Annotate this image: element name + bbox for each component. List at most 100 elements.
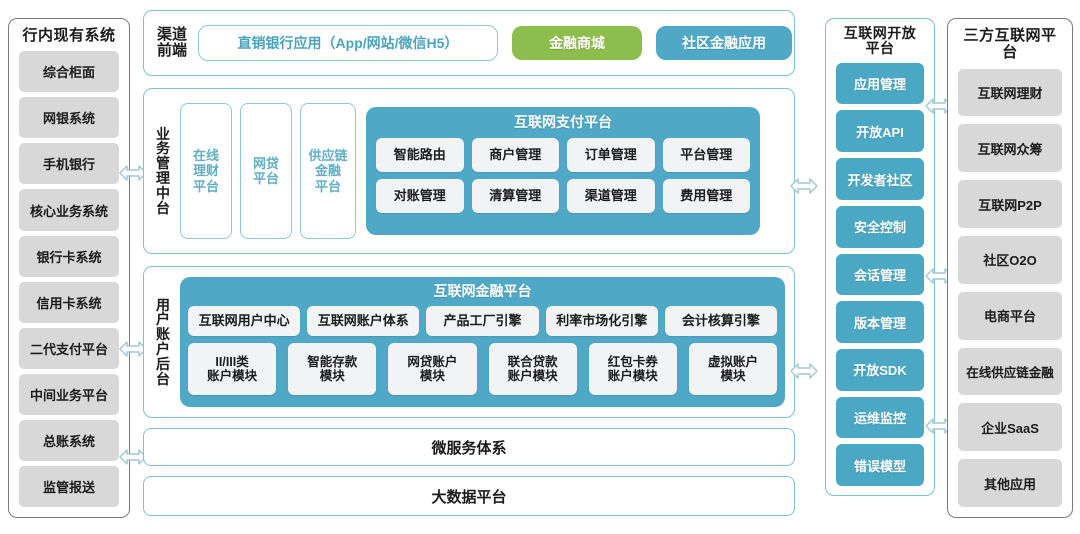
open-platform-item-open-sdk[interactable]: 开放SDK	[836, 348, 924, 391]
account-module-line: 账户模块	[607, 369, 658, 383]
left-column-existing-systems: 行内现有系统 综合柜面 网银系统 手机银行 核心业务系统 银行卡系统 信用卡系统…	[8, 18, 130, 518]
account-module-joint-loan[interactable]: 联合贷款 账户模块	[488, 343, 577, 395]
left-item-label: 总账系统	[42, 433, 95, 449]
open-platform-item-app-mgmt[interactable]: 应用管理	[836, 62, 924, 105]
account-module-line: 智能存款	[307, 354, 358, 369]
left-item-2[interactable]: 手机银行	[19, 143, 119, 185]
finance-engine-user-center[interactable]: 互联网用户中心	[188, 306, 301, 336]
account-module-coupon[interactable]: 红包卡券 账户模块	[588, 343, 677, 395]
vcard-line: 平台	[314, 178, 341, 194]
account-module-virtual-account[interactable]: 虚拟账户 模块	[688, 343, 778, 395]
open-platform-item-security[interactable]: 安全控制	[836, 205, 924, 248]
left-item-0[interactable]: 综合柜面	[19, 51, 119, 93]
left-item-3[interactable]: 核心业务系统	[19, 189, 119, 231]
left-item-7[interactable]: 中间业务平台	[19, 373, 119, 415]
open-platform-item-version-mgmt[interactable]: 版本管理	[836, 301, 924, 343]
finance-engine-label: 利率市场化引擎	[556, 312, 648, 328]
account-module-line: 网贷账户	[407, 354, 458, 369]
third-party-item-2[interactable]: 互联网P2P	[958, 180, 1062, 228]
third-party-item-label: 电商平台	[983, 309, 1036, 325]
finance-engine-product-factory[interactable]: 产品工厂引擎	[426, 306, 539, 336]
open-platform-item-ops-monitor[interactable]: 运维监控	[836, 396, 924, 439]
payment-chip-channel-mgmt[interactable]: 渠道管理	[567, 179, 655, 213]
third-party-item-7[interactable]: 其他应用	[958, 459, 1062, 507]
bottom-bar-label: 微服务体系	[431, 439, 507, 457]
payment-chip-label: 对账管理	[393, 187, 446, 203]
arrow-center-to-open-1	[790, 175, 818, 197]
third-party-column: 三方互联网平台 互联网理财 互联网众筹 互联网P2P 社区O2O 电商平台 在线…	[947, 18, 1073, 518]
left-item-8[interactable]: 总账系统	[19, 419, 119, 461]
third-party-item-4[interactable]: 电商平台	[958, 291, 1062, 340]
account-band-label: 用 户 账 户 后 台	[153, 296, 173, 387]
account-module-online-loan[interactable]: 网贷账户 模块	[388, 343, 477, 395]
open-platform-item-label: 错误模型	[853, 458, 906, 474]
account-label-char: 用	[156, 296, 170, 313]
open-platform-item-label: 开放API	[856, 124, 904, 140]
internet-finance-platform-panel: 互联网金融平台 互联网用户中心 互联网账户体系 产品工厂引擎 利率市场化引擎	[180, 277, 785, 407]
finance-engine-rate-marketization[interactable]: 利率市场化引擎	[545, 306, 658, 336]
open-platform-item-error-model[interactable]: 错误模型	[836, 444, 924, 486]
payment-chip-label: 订单管理	[584, 146, 637, 162]
left-item-label: 信用卡系统	[36, 295, 102, 311]
payment-chip-order-mgmt[interactable]: 订单管理	[567, 138, 655, 172]
left-item-6[interactable]: 二代支付平台	[19, 327, 119, 369]
vcard-line: 金融	[314, 163, 341, 179]
payment-chip-reconciliation-mgmt[interactable]: 对账管理	[376, 179, 464, 213]
third-party-item-3[interactable]: 社区O2O	[958, 235, 1062, 284]
left-column-title: 行内现有系统	[22, 27, 116, 44]
account-module-smart-deposit[interactable]: 智能存款 模块	[288, 343, 377, 395]
vertical-card-online-lending[interactable]: 网贷 平台	[240, 103, 292, 239]
payment-chip-settlement-mgmt[interactable]: 清算管理	[471, 179, 559, 213]
left-item-5[interactable]: 信用卡系统	[19, 281, 119, 323]
microservice-bar[interactable]: 微服务体系	[143, 428, 795, 466]
account-label-char: 户	[156, 311, 170, 328]
payment-chip-label: 渠道管理	[584, 187, 637, 203]
third-party-item-1[interactable]: 互联网众筹	[958, 124, 1062, 173]
left-item-1[interactable]: 网银系统	[19, 97, 119, 139]
account-module-line: 红包卡券	[607, 354, 658, 369]
vcard-line: 供应链	[308, 148, 348, 163]
open-platform-title-line-1: 互联网开放	[843, 25, 917, 41]
third-party-item-6[interactable]: 企业SaaS	[958, 403, 1062, 452]
left-item-label: 核心业务系统	[29, 203, 108, 219]
finance-engine-label: 互联网用户中心	[198, 312, 290, 328]
left-item-9[interactable]: 监管报送	[19, 465, 119, 508]
finance-engine-label: 会计核算引擎	[681, 312, 760, 328]
left-item-label: 监管报送	[42, 479, 95, 495]
bigdata-bar[interactable]: 大数据平台	[143, 476, 795, 516]
open-platform-item-label: 开放SDK	[853, 363, 907, 379]
payment-chip-fee-mgmt[interactable]: 费用管理	[662, 179, 750, 213]
left-item-4[interactable]: 银行卡系统	[19, 235, 119, 277]
channel-band-label: 渠道 前端	[154, 27, 190, 59]
payment-chip-platform-mgmt[interactable]: 平台管理	[662, 138, 750, 172]
open-platform-column: 互联网开放 平台 应用管理 开放API 开发者社区 安全控制 会话管理 版本管理	[825, 18, 935, 496]
finance-engine-label: 产品工厂引擎	[443, 312, 522, 328]
channel-item-label: 金融商城	[549, 35, 605, 51]
vertical-card-supply-chain-finance[interactable]: 供应链 金融 平台	[300, 103, 356, 239]
open-platform-item-session-mgmt[interactable]: 会话管理	[836, 253, 924, 296]
third-party-title: 三方互联网平台	[963, 27, 1057, 62]
vcard-line: 在线	[192, 148, 219, 163]
payment-chip-merchant-mgmt[interactable]: 商户管理	[471, 138, 559, 172]
third-party-item-label: 互联网众筹	[977, 141, 1043, 157]
channel-item-community-finance[interactable]: 社区金融应用	[656, 26, 792, 60]
third-party-item-5[interactable]: 在线供应链金融	[958, 347, 1062, 396]
finance-engine-accounting[interactable]: 会计核算引擎	[664, 306, 778, 336]
third-party-item-0[interactable]: 互联网理财	[958, 68, 1062, 117]
arrow-center-to-open-2	[790, 360, 818, 382]
account-module-class-2-3[interactable]: II/III类 账户模块	[188, 343, 277, 395]
open-platform-item-dev-community[interactable]: 开发者社区	[836, 158, 924, 200]
third-party-item-label: 在线供应链金融	[966, 365, 1054, 380]
finance-engine-account-system[interactable]: 互联网账户体系	[307, 306, 420, 336]
open-platform-item-open-api[interactable]: 开放API	[836, 110, 924, 153]
open-platform-item-label: 开发者社区	[847, 172, 913, 188]
channel-label-line-1: 渠道	[156, 26, 187, 44]
channel-item-financial-mall[interactable]: 金融商城	[512, 26, 642, 60]
channel-label-line-2: 前端	[156, 42, 187, 59]
payment-chip-smart-routing[interactable]: 智能路由	[376, 138, 464, 172]
third-party-item-label: 互联网理财	[977, 85, 1043, 101]
user-account-backend-band: 用 户 账 户 后 台 互联网金融平台 互联网用户中心 互联网账户体系 产	[143, 266, 795, 418]
vertical-card-online-wealth[interactable]: 在线 理财 平台	[180, 103, 232, 239]
open-platform-item-label: 应用管理	[853, 77, 906, 93]
channel-item-direct-bank-app[interactable]: 直销银行应用（App/网站/微信H5）	[198, 25, 498, 61]
